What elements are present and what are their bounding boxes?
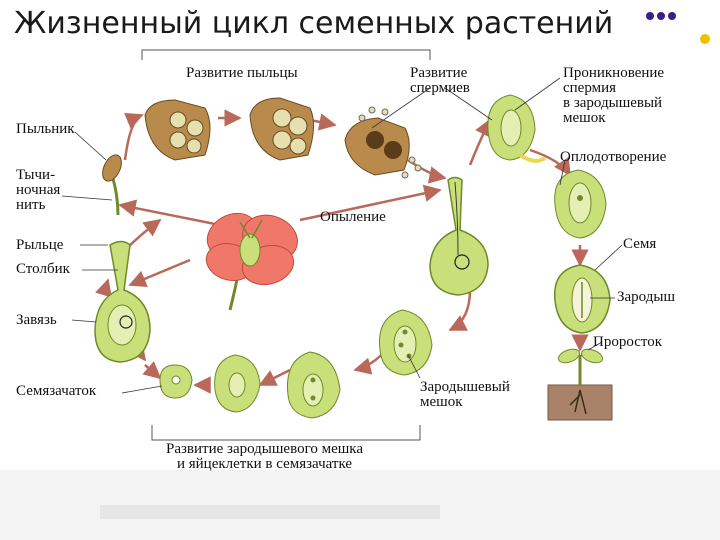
label-sac-development: Развитие зародышевого мешка и яйцеклетки… (166, 442, 363, 472)
embryo-sac-stage-2 (287, 352, 340, 418)
arrow (470, 120, 490, 165)
label-fertilization: Оплодотворение (560, 150, 666, 165)
embryo-sac-stage-1 (215, 355, 260, 412)
label-anther-development: Развитие пыльцы (186, 66, 298, 81)
ovule-illustration (160, 365, 192, 398)
embryo-sac-stage-3 (379, 310, 432, 375)
label-penetration: Проникновение спермия в зародышевый мешо… (563, 66, 664, 126)
label-stigma: Рыльце (16, 238, 63, 253)
label-anther: Пыльник (16, 122, 75, 137)
page-background (100, 505, 440, 519)
label-seed: Семя (623, 237, 656, 252)
label-pollination: Опыление (320, 210, 386, 225)
label-seedling: Проросток (593, 335, 662, 350)
anther-cross-section-2 (250, 98, 314, 160)
label-ovary: Завязь (16, 313, 57, 328)
pistil-illustration (95, 242, 150, 363)
pollinated-pistil-illustration (430, 178, 488, 296)
arrow (130, 260, 190, 285)
flower-illustration (199, 205, 303, 310)
bracket-line (142, 50, 430, 60)
label-embryo-sac: Зародышевый мешок (420, 380, 510, 410)
label-style: Столбик (16, 262, 70, 277)
arrow (125, 115, 142, 160)
anther-cross-section-1 (145, 100, 210, 160)
label-ovule: Семязачаток (16, 384, 96, 399)
seedling-illustration (548, 347, 612, 420)
seed-illustration (555, 265, 610, 333)
label-embryo: Зародыш (617, 290, 675, 305)
fertilization-illustration (555, 170, 606, 238)
anther-open-pollen-release (345, 107, 421, 178)
bracket-line (152, 425, 420, 440)
arrow (145, 365, 160, 378)
label-sperm-development: Развитие спермиев (410, 66, 470, 96)
arrow (450, 290, 470, 330)
arrow (260, 370, 290, 385)
label-filament: Тычи- ночная нить (16, 168, 60, 213)
